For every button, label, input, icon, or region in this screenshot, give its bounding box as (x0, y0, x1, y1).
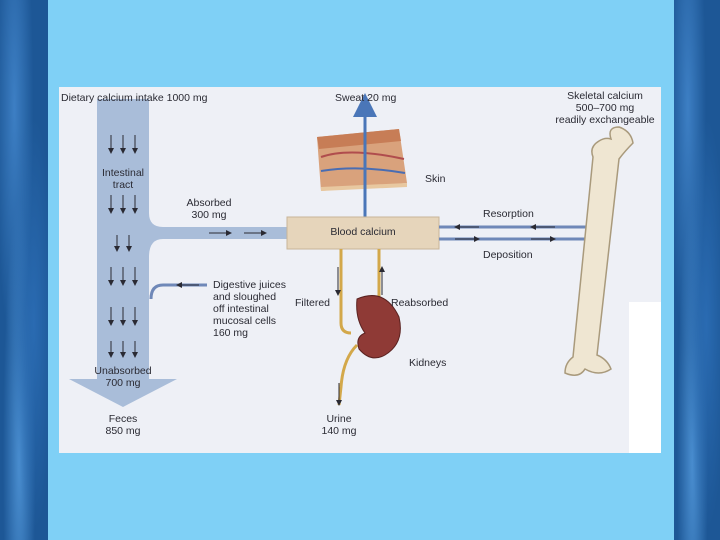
calcium-balance-diagram: Dietary calcium intake 1000 mg Sweat 20 … (59, 87, 661, 453)
blank-margin (629, 302, 661, 453)
dietary-intake-label: Dietary calcium intake 1000 mg (61, 92, 208, 104)
deposition-label: Deposition (483, 249, 533, 261)
urine-line-1: Urine (326, 413, 352, 425)
digestive-juices-label: Digestive juices and sloughed off intest… (213, 279, 286, 339)
intestinal-line-2: tract (112, 179, 134, 191)
bone-exchange-loop (439, 224, 601, 242)
kidney-graphic (356, 295, 401, 359)
sweat-label: Sweat 20 mg (335, 92, 397, 104)
left-decorative-border (0, 0, 48, 540)
digestive-return-path (149, 283, 207, 300)
absorbed-line-2: 300 mg (191, 209, 227, 221)
reabsorbed-label: Reabsorbed (391, 297, 449, 309)
intestinal-tract-label: Intestinal tract (97, 167, 149, 191)
digestive-line-1: Digestive juices (213, 279, 286, 291)
skeletal-line-2: 500–700 mg (575, 102, 635, 114)
right-decorative-border (674, 0, 720, 540)
diagram-graphics (69, 93, 661, 453)
blood-calcium-label: Blood calcium (330, 226, 396, 238)
skeletal-calcium-label: Skeletal calcium 500–700 mg readily exch… (551, 90, 659, 126)
intestinal-line-1: Intestinal (101, 167, 145, 179)
resorption-label: Resorption (483, 208, 534, 220)
unabsorbed-label: Unabsorbed 700 mg (89, 365, 157, 389)
skin-graphic (317, 129, 407, 191)
digestive-line-5: 160 mg (213, 327, 249, 339)
digestive-line-2: and sloughed (213, 291, 277, 303)
skeletal-line-3: readily exchangeable (555, 114, 655, 126)
absorbed-label: Absorbed 300 mg (177, 197, 241, 221)
filtered-label: Filtered (295, 297, 331, 309)
unabsorbed-line-2: 700 mg (105, 377, 141, 389)
digestive-line-4: mucosal cells (213, 315, 277, 327)
femur-graphic (564, 126, 634, 376)
intestinal-tract-shape (69, 99, 287, 407)
unabsorbed-line-1: Unabsorbed (94, 365, 152, 377)
kidneys-label: Kidneys (409, 357, 447, 369)
feces-label: Feces 850 mg (97, 413, 149, 437)
urine-line-2: 140 mg (321, 425, 357, 437)
digestive-line-3: off intestinal (213, 303, 269, 315)
flow-arrows (108, 135, 267, 358)
blood-calcium-box (286, 216, 440, 250)
absorbed-line-1: Absorbed (186, 197, 232, 209)
ureter (337, 343, 359, 406)
urine-label: Urine 140 mg (315, 413, 363, 437)
feces-line-1: Feces (108, 413, 138, 425)
feces-line-2: 850 mg (105, 425, 141, 437)
skeletal-line-1: Skeletal calcium (567, 90, 643, 102)
skin-label: Skin (425, 173, 446, 185)
